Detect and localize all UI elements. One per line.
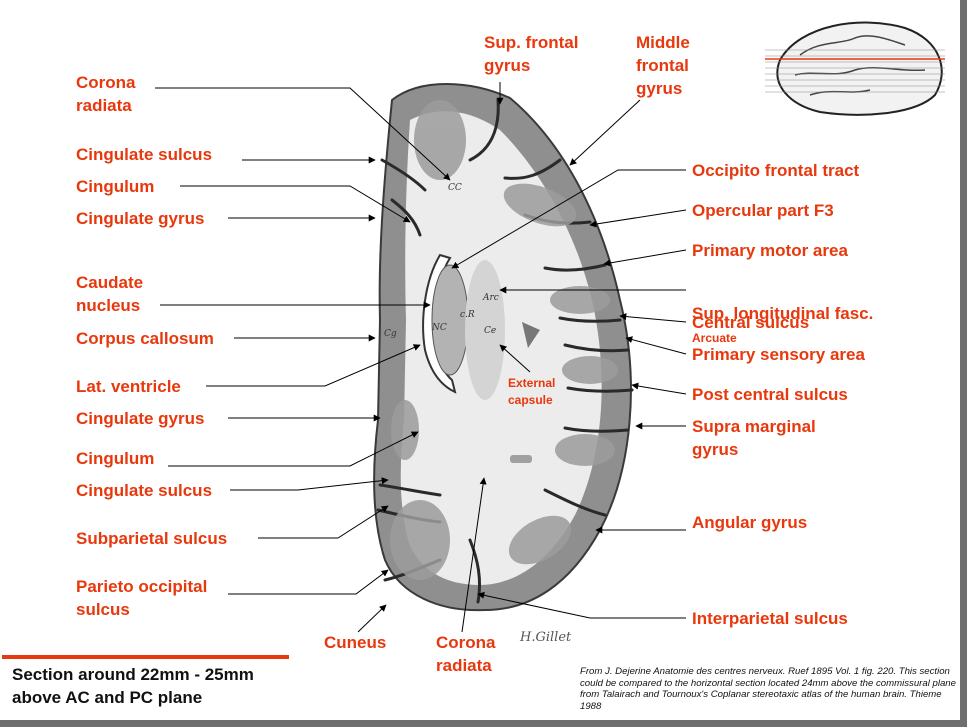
sagittal-brain-inset [765, 21, 945, 116]
label-subparietal-sulcus: Subparietal sulcus [76, 529, 228, 548]
label-corpus-callosum: Corpus callosum [76, 329, 214, 348]
label-angular-gyrus: Angular gyrus [692, 513, 808, 532]
label-cingulum-bottom: Cingulum [76, 449, 155, 468]
label-cuneus: Cuneus [324, 633, 387, 652]
label-interparietal-sulcus: Interparietal sulcus [692, 609, 848, 628]
internal-capsule-shape [465, 260, 505, 400]
label-occipito-frontal-tract: Occipito frontal tract [692, 161, 860, 180]
mark-ce: Ce [484, 326, 496, 336]
label-corona-radiata-top: Corona radiata [76, 73, 136, 115]
section-title: Section around 22mm - 25mm above AC and … [12, 665, 254, 707]
label-cingulate-gyrus-top: Cingulate gyrus [76, 209, 205, 228]
label-supra-marginal-gyrus: Supra marginal gyrus [692, 417, 816, 459]
label-cingulate-sulcus-bottom: Cingulate sulcus [76, 481, 213, 500]
label-cingulate-gyrus-bottom: Cingulate gyrus [76, 409, 205, 428]
mark-cc: CC [448, 183, 462, 193]
small-grey-mark [510, 455, 532, 463]
triangle-mark [522, 322, 540, 348]
label-opercular-part-f3: Opercular part F3 [692, 201, 834, 220]
source-note: From J. Dejerine Anatomie des centres ne… [580, 666, 956, 712]
artist-signature: H.Gillet [520, 630, 572, 645]
label-lat-ventricle: Lat. ventricle [76, 377, 181, 396]
mark-cg: Cg [384, 329, 397, 339]
label-cingulate-sulcus-top: Cingulate sulcus [76, 145, 213, 164]
label-sup-frontal-gyrus: Sup. frontal gyrus [484, 33, 579, 75]
label-external-capsule: External capsule [508, 376, 556, 407]
label-primary-motor-area: Primary motor area [692, 241, 848, 260]
label-middle-frontal-gyrus: Middle frontal gyrus [636, 33, 690, 98]
mark-cr: c.R [460, 310, 475, 320]
label-primary-sensory-area: Primary sensory area [692, 345, 865, 364]
mark-arc: Arc [482, 293, 499, 303]
gyri-grey [390, 100, 618, 580]
leader-lines-right [451, 82, 687, 619]
label-parieto-occipital: Parieto occipital sulcus [76, 577, 208, 619]
label-caudate-nucleus: Caudate nucleus [76, 273, 144, 315]
label-central-sulcus: Central sulcus [692, 313, 810, 332]
label-corona-radiata-bottom: Corona radiata [436, 633, 496, 675]
footer-accent-bar [2, 655, 289, 659]
label-sup-longitudinal-fasc: Sup. longitudinal fasc. Arcuate [692, 279, 873, 350]
mark-nc: NC [431, 323, 447, 333]
arcuate-text: Arcuate [692, 331, 737, 345]
label-cingulum-top: Cingulum [76, 177, 155, 196]
sup-longitudinal-text: Sup. longitudinal fasc. [692, 304, 874, 323]
label-post-central-sulcus: Post central sulcus [692, 385, 848, 404]
leader-lines-left [155, 87, 487, 633]
caudate-nucleus-shape [431, 264, 469, 376]
